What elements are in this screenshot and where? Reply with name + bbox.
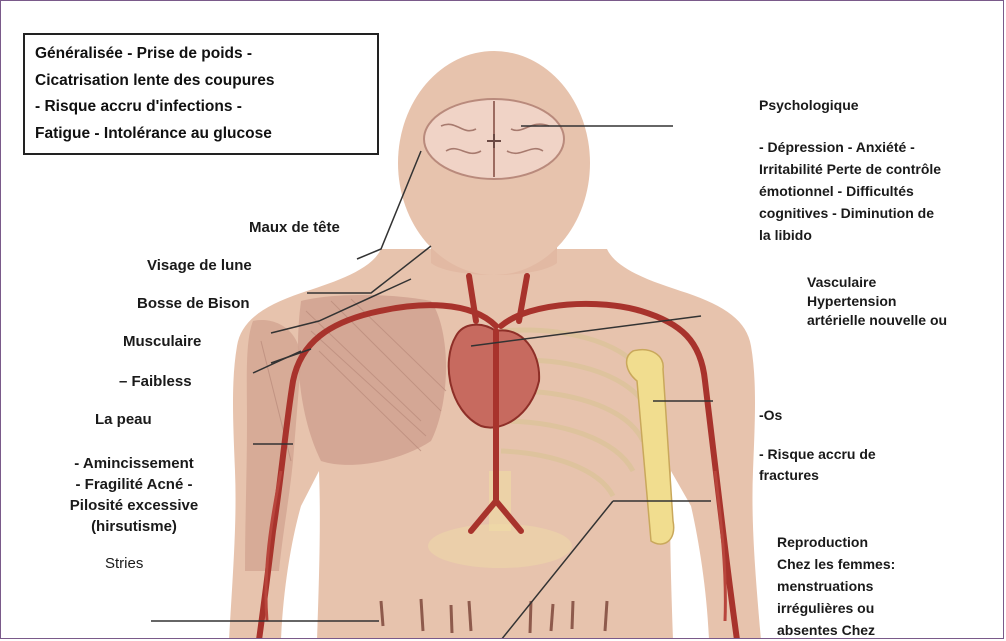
label-buffalo-hump: Bosse de Bison xyxy=(137,293,250,314)
psych-detail-line: émotionnel - Difficultés xyxy=(759,180,941,202)
top-box-line: Fatigue - Intolérance au glucose xyxy=(35,121,369,148)
label-skin-details: - Amincissement - Fragilité Acné - Pilos… xyxy=(45,453,223,537)
repro-line: Reproduction xyxy=(777,531,895,553)
label-headache: Maux de tête xyxy=(249,217,340,238)
psych-detail-line: cognitives - Diminution de xyxy=(759,202,941,224)
label-skin: La peau xyxy=(95,409,152,430)
label-psych-details: - Dépression - Anxiété - Irritabilité Pe… xyxy=(759,136,941,246)
bone-detail-line: - Risque accru de xyxy=(759,444,876,465)
repro-line: irrégulières ou xyxy=(777,597,895,619)
top-box-line: Cicatrisation lente des coupures xyxy=(35,68,369,95)
skin-detail-line: (hirsutisme) xyxy=(45,516,223,537)
skin-detail-line: Pilosité excessive xyxy=(45,495,223,516)
skin-detail-line: - Amincissement xyxy=(45,453,223,474)
repro-line: Chez les femmes: xyxy=(777,553,895,575)
systemic-symptoms-box: Généralisée - Prise de poids - Cicatrisa… xyxy=(23,33,379,155)
bone-detail-line: fractures xyxy=(759,465,876,486)
vascular-line: Vasculaire xyxy=(807,273,947,292)
repro-line: menstruations xyxy=(777,575,895,597)
label-moon-face: Visage de lune xyxy=(147,255,252,276)
label-bone-title: -Os xyxy=(759,405,782,426)
skin-detail-line: - Fragilité Acné - xyxy=(45,474,223,495)
label-vascular: Vasculaire Hypertension artérielle nouve… xyxy=(807,273,947,343)
psych-detail-line: la libido xyxy=(759,224,941,246)
vascular-line: Hypertension xyxy=(807,292,947,311)
repro-line: absentes Chez xyxy=(777,619,895,639)
vascular-line: artérielle nouvelle ou xyxy=(807,311,947,330)
label-striae: Stries xyxy=(105,553,143,574)
label-bone-details: - Risque accru de fractures xyxy=(759,444,876,486)
label-weakness: – Faibless xyxy=(119,371,192,392)
label-muscular: Musculaire xyxy=(123,331,201,352)
brain xyxy=(424,99,564,179)
top-box-line: Généralisée - Prise de poids - xyxy=(35,41,369,68)
psych-detail-line: - Dépression - Anxiété - xyxy=(759,136,941,158)
label-psych-title: Psychologique xyxy=(759,95,859,116)
top-box-line: - Risque accru d'infections - xyxy=(35,94,369,121)
pelvis xyxy=(428,524,572,568)
psych-detail-line: Irritabilité Perte de contrôle xyxy=(759,158,941,180)
label-reproduction: Reproduction Chez les femmes: menstruati… xyxy=(777,531,895,639)
